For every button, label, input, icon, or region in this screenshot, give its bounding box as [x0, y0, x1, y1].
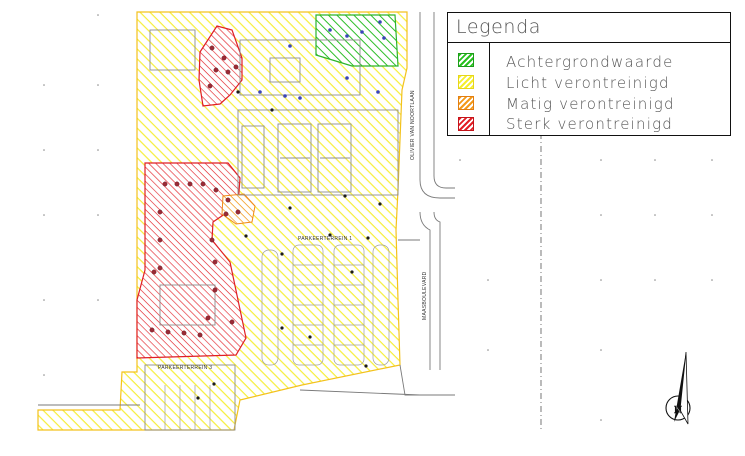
legend-label-sterk: Sterk verontreinigd [506, 115, 673, 133]
parking-label-3: PARKEERTERREIN 3 [158, 365, 212, 371]
zone-licht-verontreinigd [37, 11, 408, 431]
zone-achtergrondwaarde [315, 14, 399, 67]
sample-points-other [196, 20, 386, 400]
legend-item-achtergrond [458, 51, 480, 69]
street-label-olivier: OLIVIER VAN NOORTLAAN [410, 90, 416, 160]
north-label: N [674, 404, 682, 416]
legend: Legenda Achtergrondwaarde Licht verontre… [447, 12, 731, 136]
legend-label-licht: Licht verontreinigd [506, 74, 670, 92]
legend-item-sterk [458, 115, 480, 133]
legend-item-licht [458, 73, 480, 91]
legend-swatch-orange [458, 96, 474, 110]
legend-divider [489, 43, 491, 135]
zone-sterk-verontreinigd-2 [136, 162, 247, 359]
legend-swatch-red [458, 117, 474, 131]
legend-label-achtergrond: Achtergrondwaarde [506, 53, 674, 71]
legend-label-matig: Matig verontreinigd [506, 95, 675, 113]
grid-dots [43, 14, 713, 421]
legend-swatch-yellow [458, 75, 474, 89]
parking-label-1: PARKEERTERREIN 1 [298, 236, 352, 242]
legend-title: Legenda [448, 13, 730, 43]
legend-item-matig [458, 94, 480, 112]
street-label-maasboulevard: MAASBOULEVARD [422, 271, 428, 320]
north-arrow-icon: N [665, 351, 691, 425]
legend-swatch-green [458, 53, 474, 67]
site-outlines [38, 12, 542, 431]
zone-matig-verontreinigd [221, 193, 256, 225]
sample-points-sterk [149, 45, 241, 338]
